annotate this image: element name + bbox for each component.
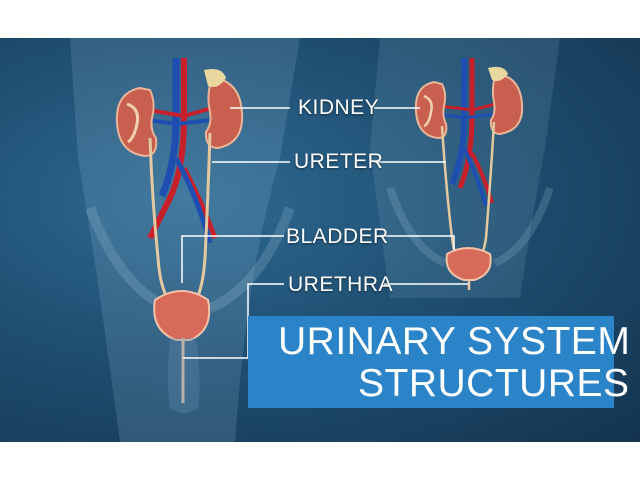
title-banner: URINARY SYSTEM STRUCTURES [248,316,630,408]
bladder-left [153,290,211,341]
ureter-label: URETER [294,150,384,173]
title-line-2: STRUCTURES [358,362,630,405]
bladder-right [445,247,492,281]
right-figure [414,58,524,290]
urethra-label: URETHRA [288,273,394,296]
ureter-left-b [193,132,212,304]
leader-lines [181,107,468,359]
kidney-label: KIDNEY [298,96,380,119]
bladder-label: BLADDER [286,225,389,248]
ureter-left-a [148,137,172,304]
urinary-system-illustration [70,38,560,442]
leader-bladder [181,235,455,283]
left-figure [115,58,244,413]
vena-cava-left [158,58,180,198]
diagram-panel: KIDNEY URETER BLADDER URETHRA [0,38,640,442]
title-line-1: URINARY SYSTEM [278,320,631,363]
